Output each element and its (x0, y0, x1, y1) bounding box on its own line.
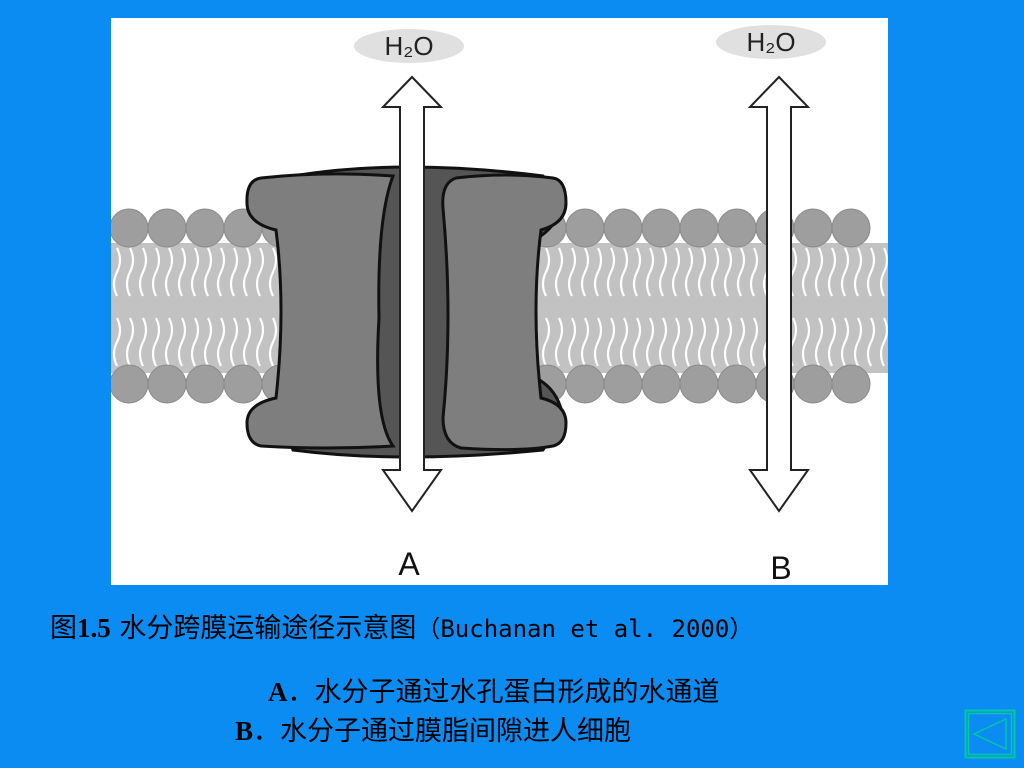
lipid-tail (736, 247, 746, 367)
lipid-tail (567, 247, 577, 367)
lipid-head (223, 364, 263, 404)
lipid-head (793, 364, 833, 404)
water-arrow-b (747, 75, 811, 513)
lipid-head (831, 208, 871, 248)
lipid-head (147, 364, 187, 404)
lipid-tail (229, 247, 239, 367)
lipid-tail (151, 247, 161, 367)
lipid-tail (814, 247, 824, 367)
lipid-tail (619, 247, 629, 367)
lipid-head (679, 364, 719, 404)
lipid-head (641, 364, 681, 404)
lipid-tail (541, 247, 551, 367)
caption-prefix: 图 (50, 613, 77, 644)
lipid-tail (112, 247, 122, 367)
lipid-head (111, 208, 149, 248)
water-arrow-a (380, 75, 444, 513)
lipid-tail (801, 247, 811, 367)
lipid-tail (840, 247, 850, 367)
lipid-head (111, 364, 149, 404)
lipid-tail (749, 247, 759, 367)
back-button[interactable] (964, 709, 1016, 759)
lipid-tail (645, 247, 655, 367)
membrane-diagram: H₂O H₂O A B (111, 18, 888, 585)
lipid-tail (125, 247, 135, 367)
legend-b-letter: B (235, 716, 254, 746)
lipid-tail (554, 247, 564, 367)
caption-number: 1.5 (77, 613, 111, 643)
lipid-tail (866, 247, 876, 367)
legend-b: B．水分子通过膜脂间隙进人细胞 (235, 709, 631, 748)
lipid-head (147, 208, 187, 248)
caption-citation: （Buchanan et al. 2000） (416, 615, 754, 643)
legend-a: A．水分子通过水孔蛋白形成的水通道 (268, 670, 720, 709)
lipid-tail (138, 247, 148, 367)
lipid-tail (723, 247, 733, 367)
water-label-a: H₂O (384, 31, 433, 61)
lipid-tail (671, 247, 681, 367)
lipid-head (603, 208, 643, 248)
lipid-tail (203, 247, 213, 367)
legend-a-text: ．水分子通过水孔蛋白形成的水通道 (287, 677, 720, 708)
lipid-head (717, 364, 757, 404)
lipid-tail (268, 247, 278, 367)
lipid-tail (697, 247, 707, 367)
lipid-head (717, 208, 757, 248)
lipid-tail (710, 247, 720, 367)
lipid-head (565, 208, 605, 248)
lipid-head (679, 208, 719, 248)
lipid-head (793, 208, 833, 248)
lipid-tail (190, 247, 200, 367)
lipid-head (185, 364, 225, 404)
caption-title: 水分跨膜运输途径示意图 (110, 613, 417, 644)
water-label-b: H₂O (746, 27, 795, 57)
label-b: B (770, 550, 791, 585)
lipid-head (831, 364, 871, 404)
legend-b-text: ．水分子通过膜脂间隙进人细胞 (253, 716, 632, 747)
label-a: A (398, 546, 420, 582)
lipid-tail (658, 247, 668, 367)
lipid-tail (684, 247, 694, 367)
lipid-tail (164, 247, 174, 367)
lipid-head (603, 364, 643, 404)
lipid-tail (242, 247, 252, 367)
lipid-tail (255, 247, 265, 367)
legend-a-letter: A (268, 677, 288, 707)
lipid-tail (879, 247, 888, 367)
lipid-tail (580, 247, 590, 367)
aquaporin-protein (245, 165, 568, 459)
lipid-tail (853, 247, 863, 367)
lipid-tail (216, 247, 226, 367)
lipid-head (565, 364, 605, 404)
lipid-tail (632, 247, 642, 367)
lipid-tail (593, 247, 603, 367)
lipid-head (641, 208, 681, 248)
water-label-b-bubble (716, 25, 826, 59)
lipid-tail (827, 247, 837, 367)
lipid-tail (606, 247, 616, 367)
figure-caption: 图1.5 水分跨膜运输途径示意图（Buchanan et al. 2000） (50, 606, 753, 645)
back-triangle-icon (964, 709, 1016, 759)
lipid-tail (177, 247, 187, 367)
lipid-head (185, 208, 225, 248)
water-label-a-bubble (354, 29, 464, 63)
